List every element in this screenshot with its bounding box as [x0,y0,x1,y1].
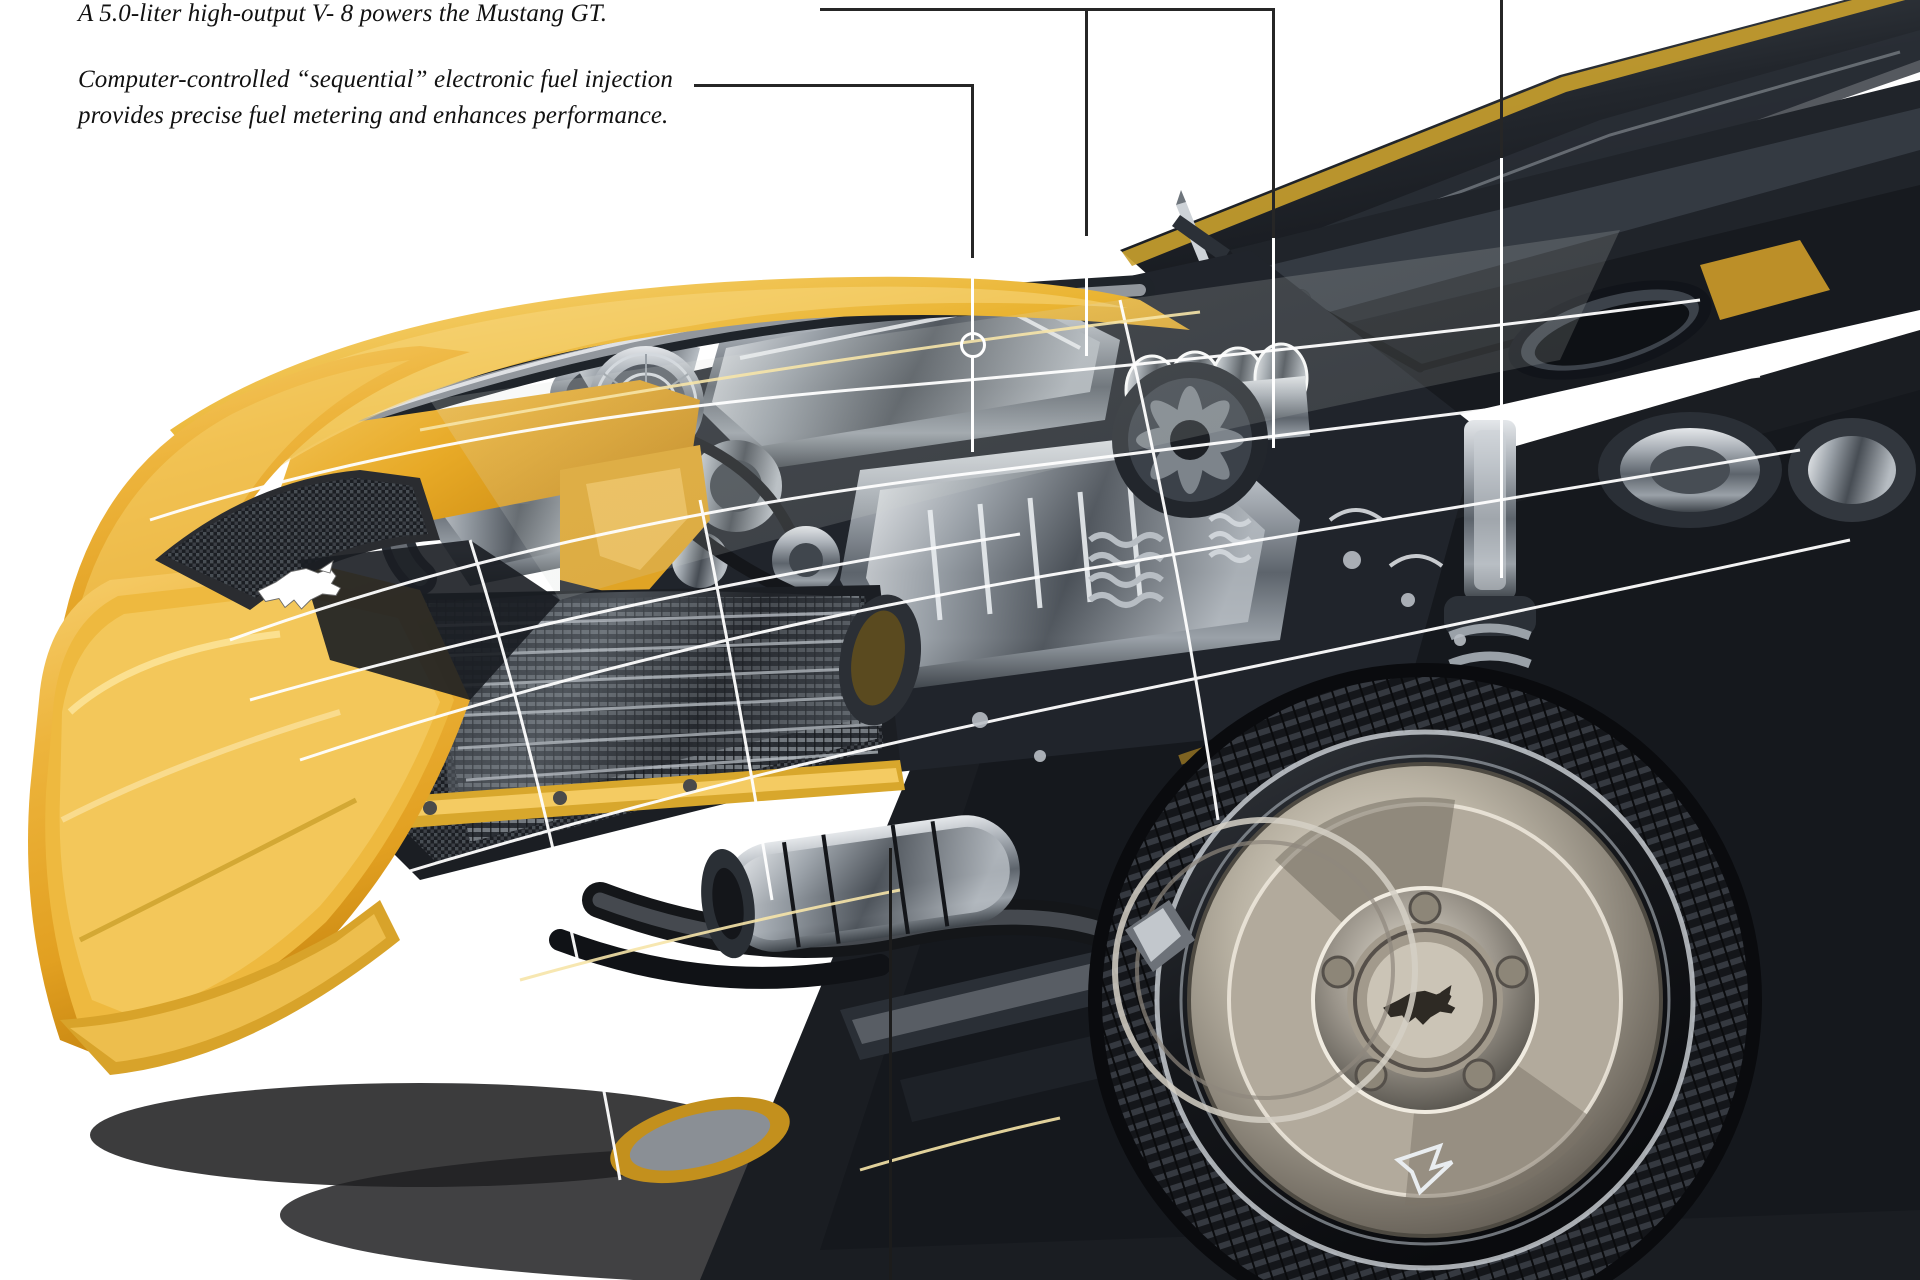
leader-fuel-node [960,332,986,358]
leader-far-right-highlight [1500,158,1503,578]
leader-fuel-vertical [971,84,974,260]
leader-fuel-horizontal [694,84,974,87]
leader-top-vertical [1272,8,1275,240]
leader-top-vertical-highlight [1272,238,1275,448]
leader-right-vertical [1085,8,1088,238]
leader-fuel-vertical-highlight [971,258,974,340]
leader-far-right-vertical [1500,0,1503,160]
caption-engine: A 5.0-liter high-output V- 8 powers the … [78,0,608,27]
leader-right-vertical-highlight [1085,236,1088,356]
leader-fuel-vertical-lower [971,356,974,452]
leader-top-horizontal [820,8,1275,11]
leader-bottom-vertical [889,848,892,1280]
caption-fuel-injection: Computer-controlled “sequential” electro… [78,66,674,129]
